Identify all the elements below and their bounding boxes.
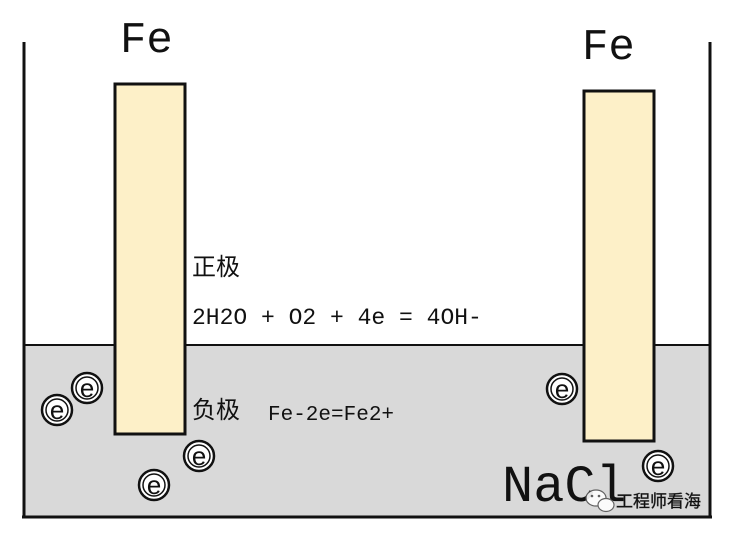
electron-icon: e [40, 393, 74, 427]
left-electrode-label: Fe [120, 16, 173, 66]
electron-icon: e [70, 371, 104, 405]
electron-symbol: e [650, 453, 666, 483]
right-fe-electrode [582, 89, 656, 443]
electron-icon: e [137, 468, 171, 502]
electron-symbol: e [79, 375, 95, 405]
electron-symbol: e [191, 443, 207, 473]
negative-reaction-text: Fe-2e=Fe2+ [268, 404, 394, 427]
electron-symbol: e [146, 472, 162, 502]
positive-electrode-label: 正极 [192, 253, 240, 281]
watermark-text: 工程师看海 [616, 492, 701, 512]
electron-symbol: e [49, 397, 65, 427]
electron-icon: e [641, 449, 675, 483]
right-electrode-label: Fe [582, 23, 635, 73]
electron-symbol: e [554, 376, 570, 406]
positive-reaction-text: 2H2O + O2 + 4e = 4OH- [192, 305, 482, 331]
wechat-icon [585, 489, 615, 513]
left-fe-electrode [113, 82, 187, 436]
electron-icon: e [182, 439, 216, 473]
electron-icon: e [545, 372, 579, 406]
watermark: 工程师看海 [585, 489, 701, 513]
negative-electrode-label: 负极 [192, 396, 240, 424]
